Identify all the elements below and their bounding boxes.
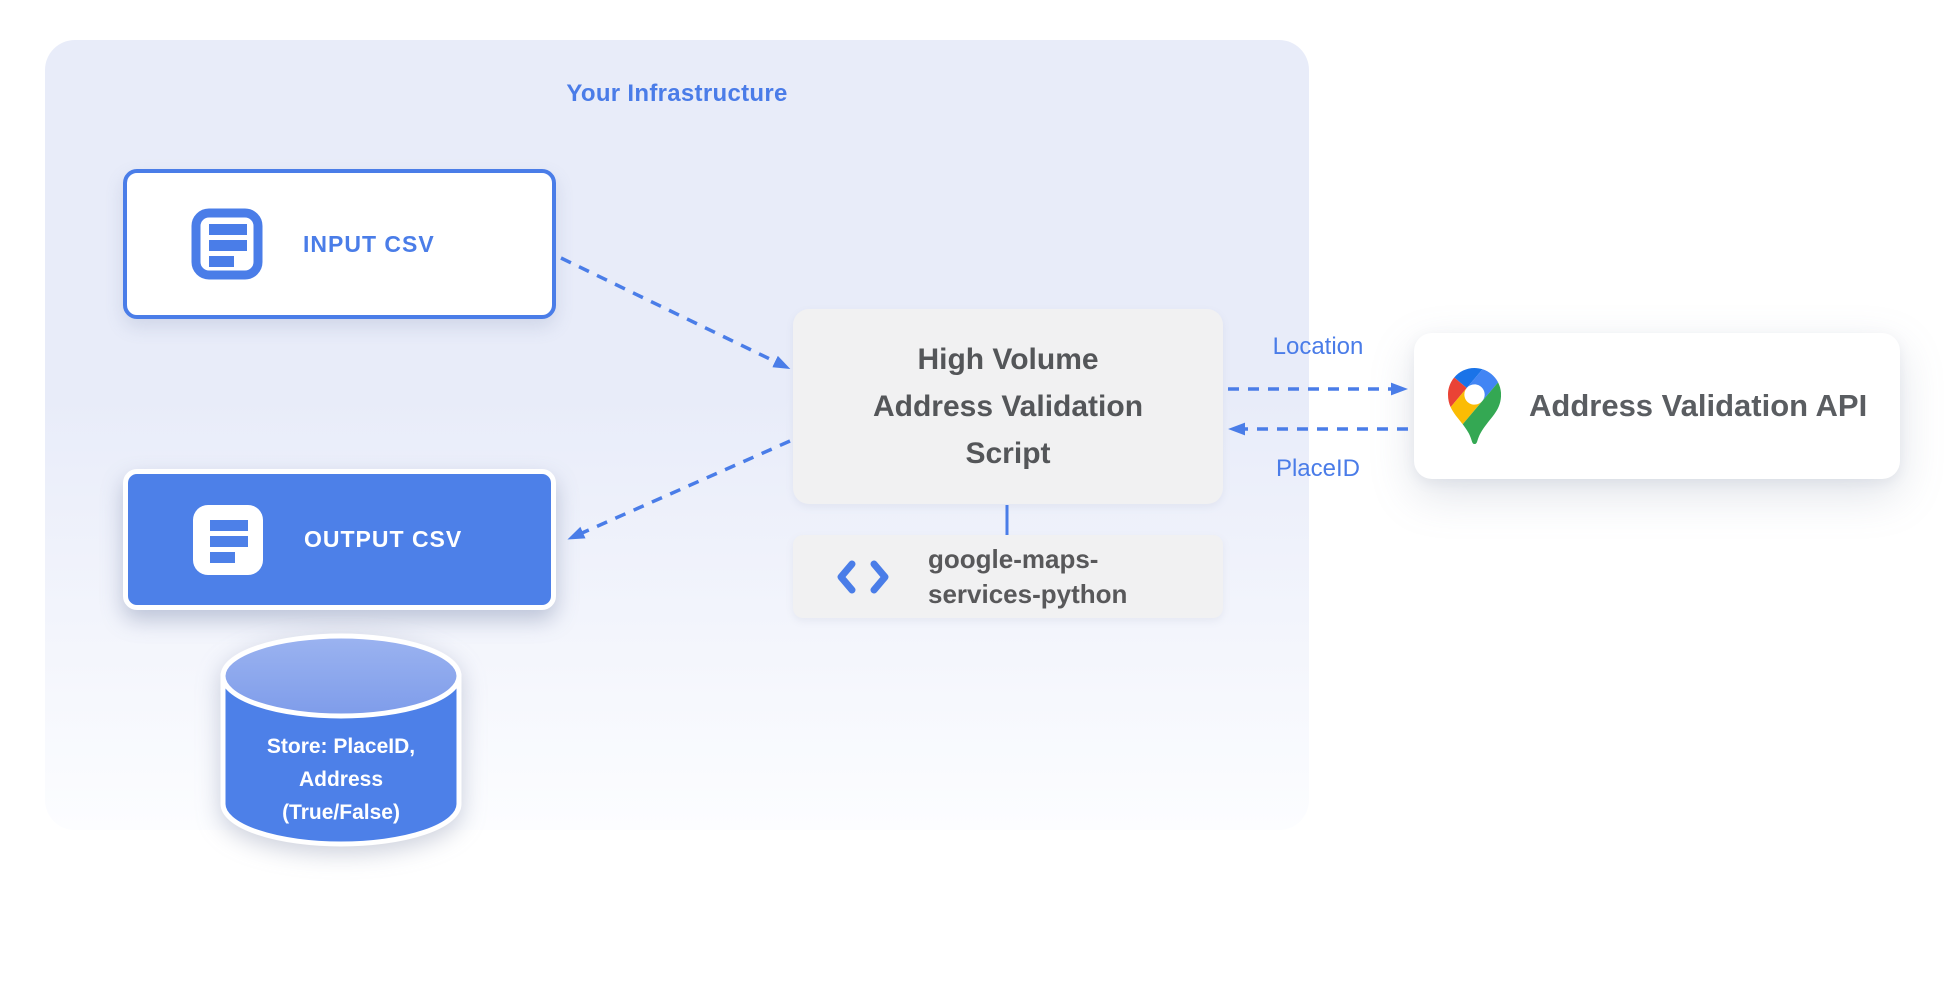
- datastore-line-1: Store: PlaceID,: [266, 735, 416, 758]
- output-csv-box: OUTPUT CSV: [123, 469, 556, 610]
- api-box: Address Validation API: [1414, 333, 1900, 479]
- location-label: Location: [1272, 333, 1364, 360]
- script-line-2: Address Validation: [872, 390, 1144, 423]
- script-box: High Volume Address Validation Script: [793, 309, 1223, 504]
- library-line-1: google-maps-: [928, 543, 1099, 574]
- datastore-line-2: Address: [298, 768, 384, 791]
- script-line-3: Script: [965, 437, 1051, 470]
- document-icon: [191, 208, 263, 280]
- library-line-2: services-python: [928, 578, 1128, 609]
- script-line-1: High Volume: [917, 343, 1099, 376]
- library-label: google-maps- services-python: [928, 542, 1127, 612]
- input-csv-label: INPUT CSV: [303, 230, 435, 257]
- api-label: Address Validation API: [1529, 388, 1868, 423]
- datastore-label: Store: PlaceID, Address (True/False): [217, 730, 465, 829]
- code-icon: [837, 560, 889, 593]
- output-csv-label: OUTPUT CSV: [304, 526, 463, 552]
- database-cylinder-icon: [220, 633, 462, 847]
- infrastructure-title: Your Infrastructure: [566, 80, 788, 107]
- input-csv-box: INPUT CSV: [123, 169, 556, 319]
- placeid-label: PlaceID: [1275, 455, 1361, 482]
- datastore-line-3: (True/False): [282, 801, 400, 824]
- document-icon: [193, 504, 263, 575]
- google-maps-pin-icon: [1448, 368, 1501, 444]
- library-box: google-maps- services-python: [793, 535, 1223, 618]
